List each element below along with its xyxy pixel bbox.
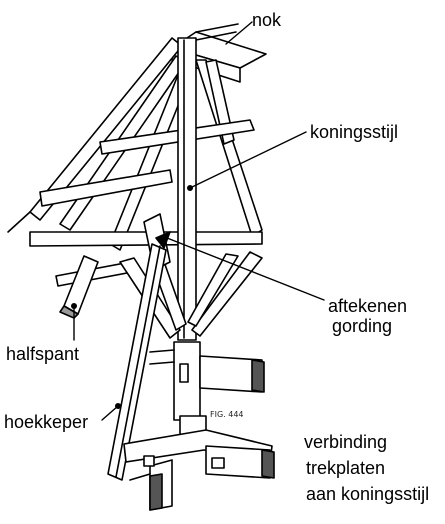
caption-line-1: verbinding <box>304 432 388 452</box>
leader-dots <box>71 185 193 409</box>
tie-plate-assembly <box>123 415 275 511</box>
label-nok: nok <box>252 10 282 30</box>
caption-line-3: aan koningsstijl <box>306 484 430 504</box>
half-truss-strut <box>59 255 99 319</box>
caption-line-2: trekplaten <box>306 458 386 478</box>
label-hoekkeper: hoekkeper <box>4 412 89 432</box>
hip-rafter <box>107 243 167 481</box>
rafters-right <box>195 59 263 237</box>
leader-lines <box>73 21 325 421</box>
label-koningsstijl: koningsstijl <box>310 122 399 142</box>
figure-mark: FIG. 444 <box>210 410 244 419</box>
label-aftekenen: aftekenen <box>328 296 408 316</box>
king-post <box>177 37 197 341</box>
label-halfspant: halfspant <box>6 344 80 364</box>
king-post-foot <box>149 341 265 421</box>
label-gording: gording <box>332 316 393 336</box>
